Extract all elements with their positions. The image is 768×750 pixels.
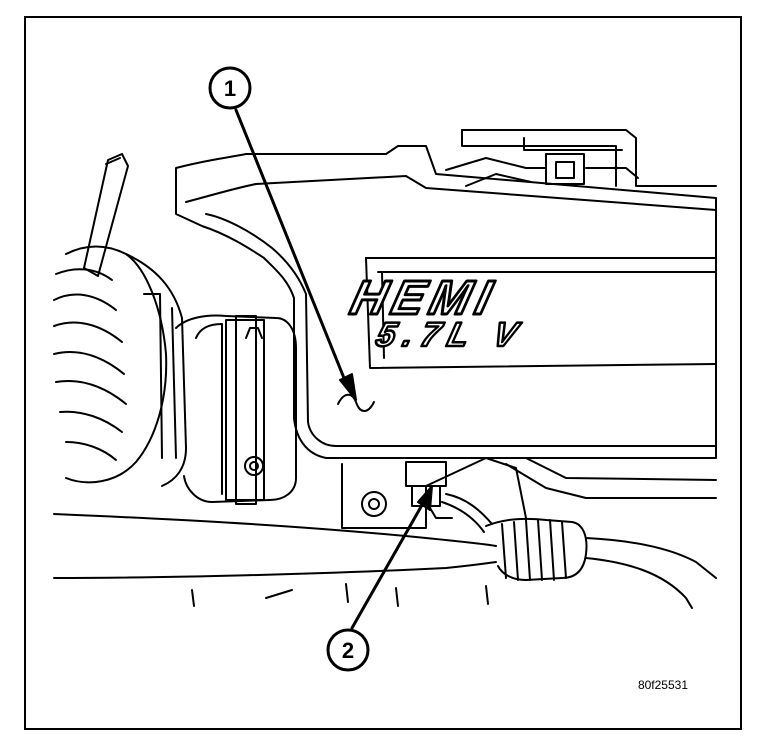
upper-harness-bracket bbox=[445, 129, 717, 187]
lower-pipe bbox=[53, 513, 717, 609]
figure-frame: HEMI 5.7L V bbox=[24, 16, 742, 730]
callout-2: 2 bbox=[326, 628, 370, 672]
callout-1: 1 bbox=[208, 66, 252, 110]
lower-bracket bbox=[341, 457, 717, 529]
cover-lettering: HEMI 5.7L V bbox=[344, 270, 530, 355]
svg-text:HEMI: HEMI bbox=[345, 272, 502, 325]
callout-2-number: 2 bbox=[342, 638, 354, 663]
engine-cover bbox=[175, 145, 717, 459]
engine-illustration: HEMI 5.7L V bbox=[53, 66, 717, 672]
throttle-tube bbox=[175, 314, 297, 505]
callout-leader-1 bbox=[234, 108, 357, 401]
wire-loom bbox=[485, 517, 588, 581]
vertical-tube bbox=[83, 153, 129, 277]
figure-id-label: 80f25531 bbox=[637, 678, 688, 692]
svg-text:5.7L V: 5.7L V bbox=[372, 316, 529, 353]
callout-leader-2 bbox=[350, 485, 433, 630]
air-intake-hose bbox=[53, 245, 187, 487]
callout-1-number: 1 bbox=[224, 76, 236, 101]
sensor-connector bbox=[405, 461, 493, 533]
